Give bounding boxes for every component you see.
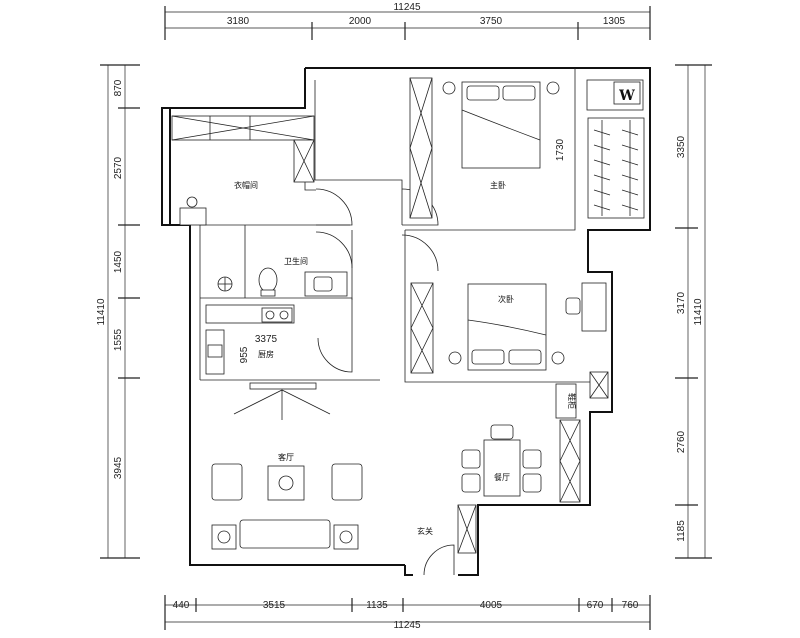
top-total-dimension: 11245 (393, 2, 421, 13)
top-dimension-2: 2000 (349, 16, 372, 27)
master-bed-dimension: 1730 (555, 138, 566, 161)
entrance-label: 玄关 (417, 526, 433, 536)
shoe-cabinet-label: 鞋柜 (567, 393, 577, 409)
toilet-icon (258, 267, 278, 293)
washing-machine-icon (613, 81, 641, 105)
bottom-dimension-chain: 440 3515 1135 4005 670 760 11245 (164, 595, 651, 631)
bathroom: 卫生间 (217, 256, 348, 297)
dining-chair-3 (522, 449, 542, 469)
side-table-left (211, 524, 237, 550)
tv-cabinet (249, 382, 317, 390)
dining-chair-2 (461, 473, 481, 493)
left-dimension-chain: 870 2570 1450 1555 3945 11410 (96, 64, 140, 559)
desk-chair (565, 297, 581, 315)
dining-cabinet (559, 419, 581, 503)
top-dimension-4: 1305 (603, 16, 626, 27)
kitchen-label: 厨房 (258, 349, 274, 359)
walk-in-closet-rack (587, 117, 645, 219)
second-bedroom-label: 次卧 (498, 294, 514, 304)
right-dimension-3: 2760 (676, 430, 687, 453)
living-room-label: 客厅 (278, 452, 294, 462)
kitchen: 3375 955 厨房 (205, 304, 295, 375)
cloakroom-label: 衣帽间 (234, 180, 258, 190)
sofa (239, 519, 331, 549)
armchair-left (211, 463, 243, 501)
left-dimension-1: 870 (113, 79, 124, 96)
dining-room-label: 餐厅 (494, 473, 510, 482)
kitchen-width-dimension: 3375 (255, 334, 278, 345)
right-dimension-1: 3350 (676, 135, 687, 158)
master-bedroom-label: 主卧 (490, 180, 506, 190)
bottom-dimension-4: 4005 (480, 600, 503, 611)
bathroom-label: 卫生间 (284, 256, 308, 266)
dining-chair-4 (522, 473, 542, 493)
second-nightstand-right (551, 351, 565, 365)
entrance-door (423, 544, 455, 576)
left-dimension-3: 1450 (113, 250, 124, 273)
right-dimension-chain: 3350 3170 2760 1185 11410 (675, 64, 712, 559)
bottom-total-dimension: 11245 (393, 620, 421, 631)
cloakroom-door (315, 188, 353, 226)
second-bedroom-door (401, 234, 439, 272)
kitchen-door (317, 337, 353, 373)
bottom-dimension-5: 670 (587, 600, 604, 611)
side-table-right (333, 524, 359, 550)
dining-room: 餐厅 鞋柜 (461, 383, 581, 503)
kitchen-depth-dimension: 955 (239, 346, 250, 363)
shoe-cabinet (555, 383, 577, 419)
left-dimension-2: 2570 (113, 156, 124, 179)
cloakroom: 衣帽间 (171, 115, 315, 226)
left-dimension-5: 3945 (113, 456, 124, 479)
bottom-dimension-6: 760 (622, 600, 639, 611)
living-room: 客厅 (211, 382, 363, 550)
outer-walls (161, 67, 651, 576)
right-dimension-2: 3170 (676, 291, 687, 314)
second-bedroom: 次卧 (410, 282, 609, 399)
armchair-right (331, 463, 363, 501)
master-nightstand-left (442, 81, 456, 95)
second-wardrobe (410, 282, 434, 374)
bathroom-door (315, 231, 353, 269)
master-wardrobe (409, 77, 433, 219)
washing-machine-label: W (618, 88, 635, 104)
right-dimension-4: 1185 (676, 520, 687, 542)
bottom-dimension-1: 440 (173, 600, 190, 611)
right-total-dimension: 11410 (693, 298, 704, 326)
top-dimension-3: 3750 (480, 16, 503, 27)
cloakroom-table (179, 207, 207, 226)
second-nightstand-left (448, 351, 462, 365)
bottom-dimension-2: 3515 (263, 600, 286, 611)
entrance: 玄关 (417, 504, 477, 554)
sink-icon (313, 276, 333, 292)
master-bedroom: 1730 主卧 W (409, 77, 645, 219)
kitchen-sink-icon (207, 344, 223, 358)
bottom-dimension-3: 1135 (366, 600, 388, 611)
top-dimension-1: 3180 (227, 16, 250, 27)
dining-table (483, 439, 521, 497)
desk (581, 282, 607, 332)
left-total-dimension: 11410 (96, 298, 107, 326)
dining-chair-1 (461, 449, 481, 469)
dining-chair-top (490, 424, 514, 440)
top-dimension-chain: 11245 3180 2000 3750 1305 (164, 2, 651, 40)
master-nightstand-right (546, 81, 560, 95)
left-dimension-4: 1555 (113, 328, 124, 351)
